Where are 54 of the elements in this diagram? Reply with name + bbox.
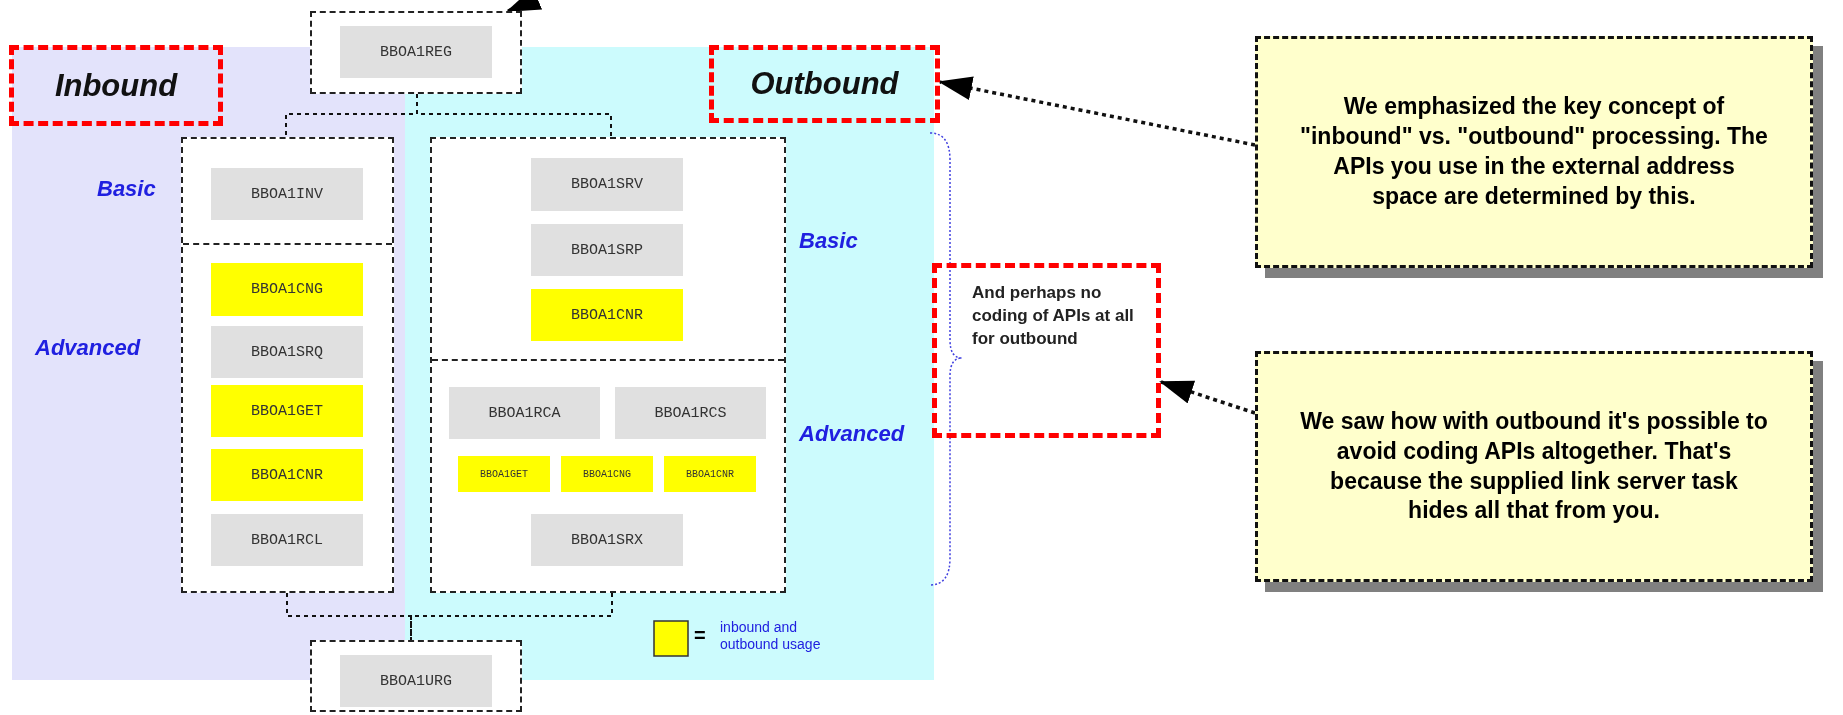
api-box	[211, 168, 363, 220]
group-box	[181, 137, 394, 593]
api-name: BBOA1URG	[340, 655, 492, 707]
api-box	[615, 387, 766, 439]
api-box	[449, 387, 600, 439]
api-box	[211, 514, 363, 566]
api-box	[531, 289, 683, 341]
api-name: BBOA1RCL	[251, 531, 323, 549]
api-name: BBOA1SRP	[571, 241, 643, 259]
api-box	[211, 385, 363, 437]
level-label: Basic	[97, 176, 156, 202]
group-box	[310, 11, 522, 94]
api-name: BBOA1REG	[340, 26, 492, 78]
group-box	[430, 137, 786, 593]
api-name: BBOA1SRQ	[251, 343, 323, 361]
arrow	[1159, 380, 1256, 415]
api-box	[531, 158, 683, 211]
level-label: Advanced	[35, 335, 141, 361]
level-label: Basic	[799, 228, 858, 254]
note-box	[932, 263, 1161, 438]
api-name: BBOA1GET	[251, 402, 323, 420]
api-name: BBOA1CNG	[251, 281, 323, 298]
api-name: BBOA1RCS	[654, 404, 727, 422]
api-name: BBOA1CNR	[251, 466, 323, 484]
section-heading: Outbound	[750, 66, 899, 102]
api-box	[664, 456, 756, 492]
api-name: BBOA1GET	[480, 468, 528, 480]
note-text: And perhaps no coding of APIs at all for outbound	[972, 282, 1135, 350]
api-name: BBOA1RCA	[488, 404, 561, 422]
api-box	[531, 514, 683, 566]
callout-text: We emphasized the key concept of "inbound" vs. "outbound" processing. The APIs you use in the external address space are determined by this.	[1299, 92, 1769, 211]
api-name: BBOA1SRX	[571, 531, 643, 549]
api-box	[458, 456, 550, 492]
api-box	[531, 224, 683, 276]
section-heading-box	[9, 45, 223, 126]
api-name: BBOA1CNR	[686, 468, 734, 480]
section-heading-box	[709, 45, 940, 123]
connector-line	[416, 93, 612, 138]
api-name: BBOA1CNG	[583, 468, 631, 480]
callout-text: We saw how with outbound it's possible to avoid coding APIs altogether. That's because the supplied link server task hides all that from you.	[1299, 406, 1769, 526]
arrow	[938, 76, 1256, 147]
level-label: Advanced	[799, 421, 905, 447]
api-name: BBOA1SRV	[571, 176, 643, 193]
legend-text: inbound and outbound usage	[720, 619, 822, 653]
api-name: BBOA1CNR	[571, 306, 643, 324]
group-box	[310, 640, 522, 712]
api-box	[211, 449, 363, 501]
api-box	[211, 263, 363, 316]
section-heading: Inbound	[54, 67, 178, 104]
connector-line	[286, 592, 412, 641]
api-name: BBOA1INV	[251, 185, 323, 203]
api-box	[211, 326, 363, 378]
equals-sign: =	[694, 624, 706, 647]
api-box	[561, 456, 653, 492]
